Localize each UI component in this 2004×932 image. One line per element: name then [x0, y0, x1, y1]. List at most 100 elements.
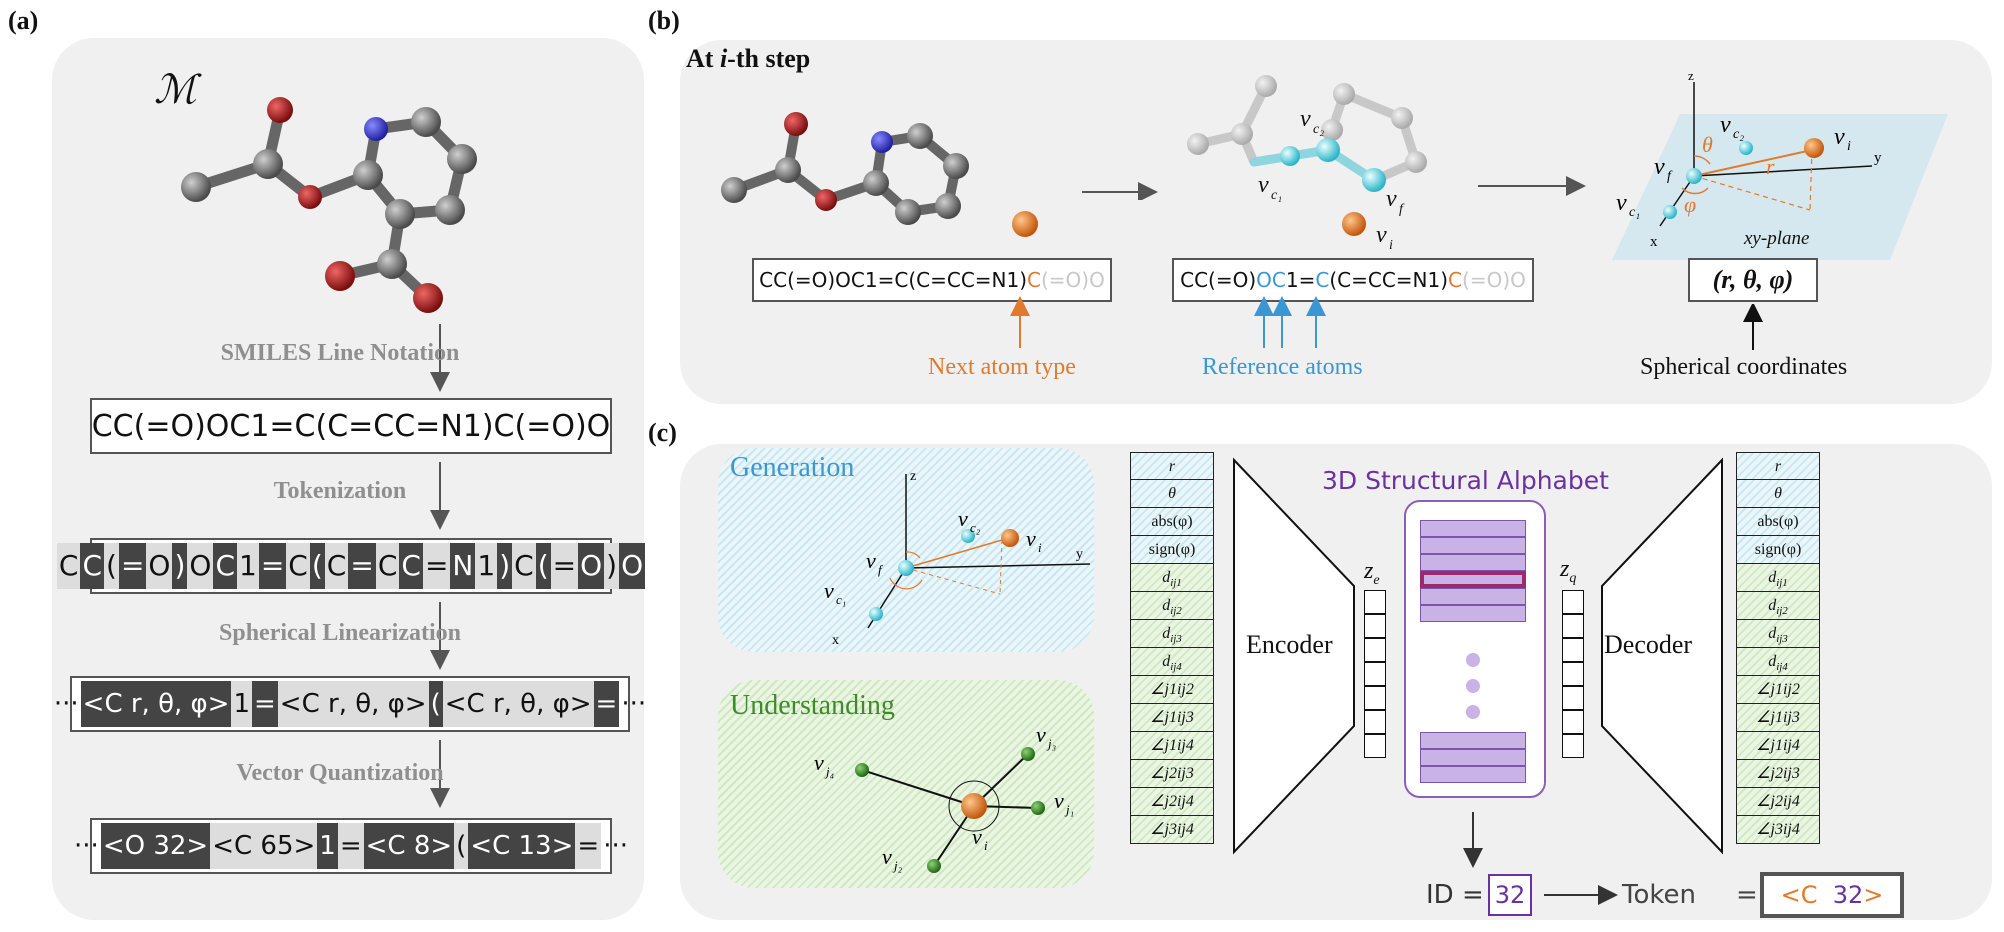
- feature-cell: ∠j2ij3: [1130, 760, 1214, 788]
- feature-cell: θ: [1130, 480, 1214, 508]
- latent-cell: [1562, 638, 1584, 662]
- token-chip: C: [512, 543, 536, 589]
- svg-text:y: y: [1076, 547, 1083, 562]
- latent-cell: [1562, 710, 1584, 734]
- token-chip: ···: [621, 689, 647, 719]
- svg-text:v: v: [1300, 106, 1311, 132]
- svg-text:c₂: c₂: [1313, 122, 1324, 137]
- zq-label: zq: [1560, 556, 1577, 586]
- token-chip: 1: [231, 681, 252, 727]
- alphabet-title: 3D Structural Alphabet: [1322, 466, 1609, 495]
- svg-text:v: v: [1616, 190, 1627, 216]
- svg-text:v: v: [1834, 124, 1845, 150]
- token-chip: 1: [475, 543, 498, 589]
- feature-cell: ∠j1ij4: [1130, 732, 1214, 760]
- codebook-ellipsis: [1466, 653, 1480, 719]
- token-chip: ): [497, 543, 513, 589]
- token-chip: =: [337, 823, 364, 869]
- token-chip: C: [399, 543, 423, 589]
- latent-cell: [1364, 734, 1386, 758]
- token-chip: C: [375, 543, 400, 589]
- svg-text:j₃: j₃: [1046, 736, 1056, 751]
- token-chip: <C r, θ, φ>: [80, 681, 232, 727]
- token-chip: 1: [317, 823, 338, 869]
- feature-cell: ∠j2ij3: [1736, 760, 1820, 788]
- coords-arrow: [1743, 304, 1763, 350]
- svg-text:i: i: [984, 838, 988, 853]
- codebook-entry: [1420, 732, 1526, 749]
- feature-cell: dij4: [1736, 648, 1820, 676]
- step-vector-quantization: Vector Quantization: [236, 760, 444, 786]
- token-chip: <C 13>: [468, 823, 576, 869]
- svg-text:v: v: [1720, 112, 1731, 138]
- token-chip: N: [450, 543, 476, 589]
- svg-text:θ: θ: [1702, 132, 1713, 157]
- feature-cell: dij3: [1130, 620, 1214, 648]
- latent-cell: [1562, 686, 1584, 710]
- latent-cell: [1364, 614, 1386, 638]
- smiles-string: CC(=O)OC1=C(C=CC=N1)C(=O)O: [91, 408, 611, 444]
- token-chip: =: [550, 543, 579, 589]
- svg-text:x: x: [1650, 234, 1658, 250]
- quantized-box: ···<O 32><C 65>1=<C 8>(<C 13>=···: [74, 818, 628, 874]
- latent-cell: [1364, 662, 1386, 686]
- id-value-box: 32: [1488, 874, 1532, 916]
- token-chip: (: [309, 543, 325, 589]
- codebook-entry: [1420, 537, 1526, 554]
- spherical-axes-diagram: z y x v f v c₂ v c₁ v i θ φ r: [1612, 70, 1948, 260]
- feature-cell: ∠j1ij2: [1736, 676, 1820, 704]
- token-chip: =: [252, 681, 278, 727]
- token-chip: <C 65>: [210, 823, 318, 869]
- token-chip: (: [428, 681, 443, 727]
- token-label: Token: [1622, 880, 1696, 910]
- svg-text:f: f: [878, 562, 884, 577]
- id-label: ID =: [1426, 880, 1484, 910]
- svg-text:c₂: c₂: [970, 520, 981, 535]
- token-chip: <C 8>: [363, 823, 455, 869]
- spherical-coordinates-label: Spherical coordinates: [1640, 354, 1848, 380]
- token-chip: O: [619, 543, 646, 589]
- token-box: <C 32>: [1760, 872, 1904, 918]
- feature-cell: ∠j1ij3: [1736, 704, 1820, 732]
- ze-label: ze: [1364, 558, 1380, 588]
- flow-arrows-a: [430, 324, 450, 808]
- panel-c-label: (c): [648, 418, 677, 447]
- feature-cell: ∠j1ij4: [1736, 732, 1820, 760]
- token-chip: C: [80, 543, 104, 589]
- latent-cell: [1562, 734, 1584, 758]
- spherical-box: ···<C r, θ, φ>1=<C r, θ, φ>(<C r, θ, φ>=…: [54, 676, 646, 732]
- svg-text:x: x: [832, 633, 839, 648]
- id-to-token-arrow: [1544, 885, 1618, 905]
- step-arrows-b: [1082, 176, 1586, 200]
- codebook-entry-selected: [1420, 571, 1526, 588]
- svg-text:v: v: [1026, 526, 1036, 551]
- step-tokenization: Tokenization: [273, 478, 407, 504]
- svg-text:i: i: [1389, 238, 1393, 252]
- token-chip: <C r, θ, φ>: [442, 681, 594, 727]
- latent-cell: [1364, 638, 1386, 662]
- svg-text:c₁: c₁: [836, 592, 846, 607]
- decoder-label: Decoder: [1604, 630, 1693, 659]
- svg-text:v: v: [958, 506, 968, 531]
- token-chip: ): [604, 543, 620, 589]
- svg-text:j₄: j₄: [824, 764, 835, 779]
- encoder-decoder-shapes: [1233, 457, 1723, 855]
- token-chip: O: [146, 543, 173, 589]
- step-title: At i-th step: [686, 44, 811, 73]
- feature-cell: dij2: [1130, 592, 1214, 620]
- token-chip: O: [187, 543, 214, 589]
- codebook-entry: [1420, 554, 1526, 571]
- latent-cell: [1562, 614, 1584, 638]
- token-chip: =: [593, 681, 620, 727]
- svg-text:i: i: [1847, 139, 1851, 154]
- svg-text:z: z: [910, 469, 916, 484]
- next-atom-type-label: Next atom type: [928, 354, 1076, 380]
- svg-text:c₁: c₁: [1629, 205, 1640, 220]
- svg-text:r: r: [1766, 154, 1775, 179]
- svg-text:φ: φ: [1684, 192, 1696, 217]
- svg-text:v: v: [824, 578, 834, 603]
- understanding-diagram: v j₄ v j₃ v j₁ v j₂ v i: [814, 722, 1074, 873]
- feature-cell: ∠j3ij4: [1130, 816, 1214, 844]
